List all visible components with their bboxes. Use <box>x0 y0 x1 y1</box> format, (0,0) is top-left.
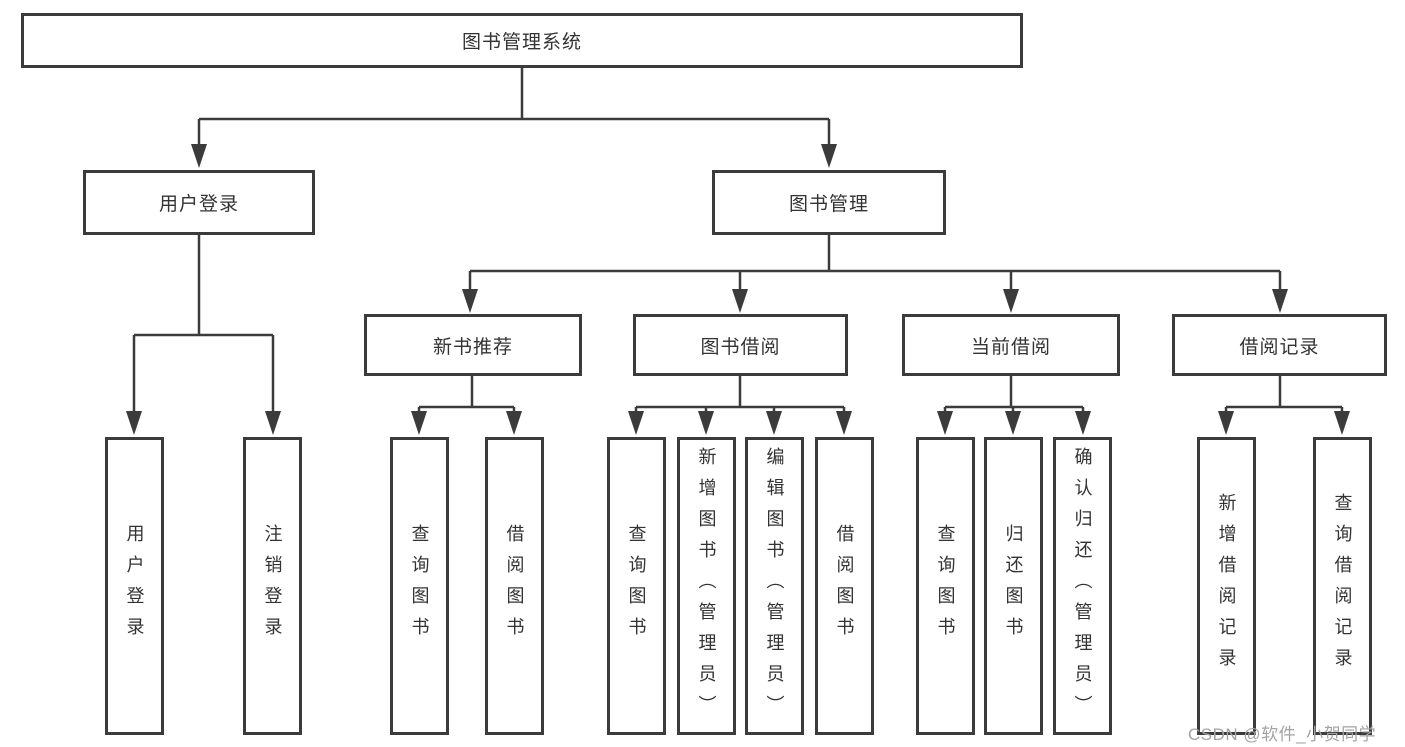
leaf-return-books: 归还图书 <box>984 437 1043 735</box>
leaf-label: 查询图书 <box>409 524 430 648</box>
leaf-query-borrow-record: 查询借阅记录 <box>1313 437 1372 735</box>
leaf-label: 编辑图书（管理员） <box>764 446 785 726</box>
leaf-query-books-current: 查询图书 <box>916 437 975 735</box>
leaf-label: 借阅图书 <box>504 524 525 648</box>
node-book-management-system: 图书管理系统 <box>21 13 1023 68</box>
leaf-label: 查询借阅记录 <box>1332 493 1353 679</box>
node-book-borrowing: 图书借阅 <box>633 314 848 376</box>
leaf-user-login: 用户登录 <box>105 437 164 735</box>
leaf-add-borrow-record: 新增借阅记录 <box>1197 437 1256 735</box>
leaf-label: 归还图书 <box>1003 524 1024 648</box>
leaf-label: 新增借阅记录 <box>1216 493 1237 679</box>
leaf-label: 注销登录 <box>262 524 283 648</box>
node-borrowing-records: 借阅记录 <box>1172 314 1387 376</box>
node-new-book-recommend: 新书推荐 <box>364 314 582 376</box>
leaf-label: 借阅图书 <box>834 524 855 648</box>
node-current-borrowing: 当前借阅 <box>902 314 1120 376</box>
node-book-management: 图书管理 <box>712 170 946 235</box>
leaf-label: 用户登录 <box>124 524 145 648</box>
leaf-label: 确认归还（管理员） <box>1072 446 1093 726</box>
leaf-edit-books-admin: 编辑图书（管理员） <box>745 437 804 735</box>
leaf-label: 查询图书 <box>626 524 647 648</box>
leaf-query-books-borrow: 查询图书 <box>607 437 666 735</box>
leaf-borrow-books-recommend: 借阅图书 <box>485 437 544 735</box>
leaf-confirm-return-admin: 确认归还（管理员） <box>1053 437 1112 735</box>
leaf-add-books-admin: 新增图书（管理员） <box>677 437 736 735</box>
leaf-query-books-recommend: 查询图书 <box>390 437 449 735</box>
leaf-logout: 注销登录 <box>243 437 302 735</box>
leaf-label: 查询图书 <box>935 524 956 648</box>
csdn-watermark: CSDN @软件_小贺同学 <box>1188 725 1377 744</box>
node-user-login: 用户登录 <box>83 170 315 235</box>
leaf-label: 新增图书（管理员） <box>696 446 717 726</box>
leaf-borrow-books: 借阅图书 <box>815 437 874 735</box>
